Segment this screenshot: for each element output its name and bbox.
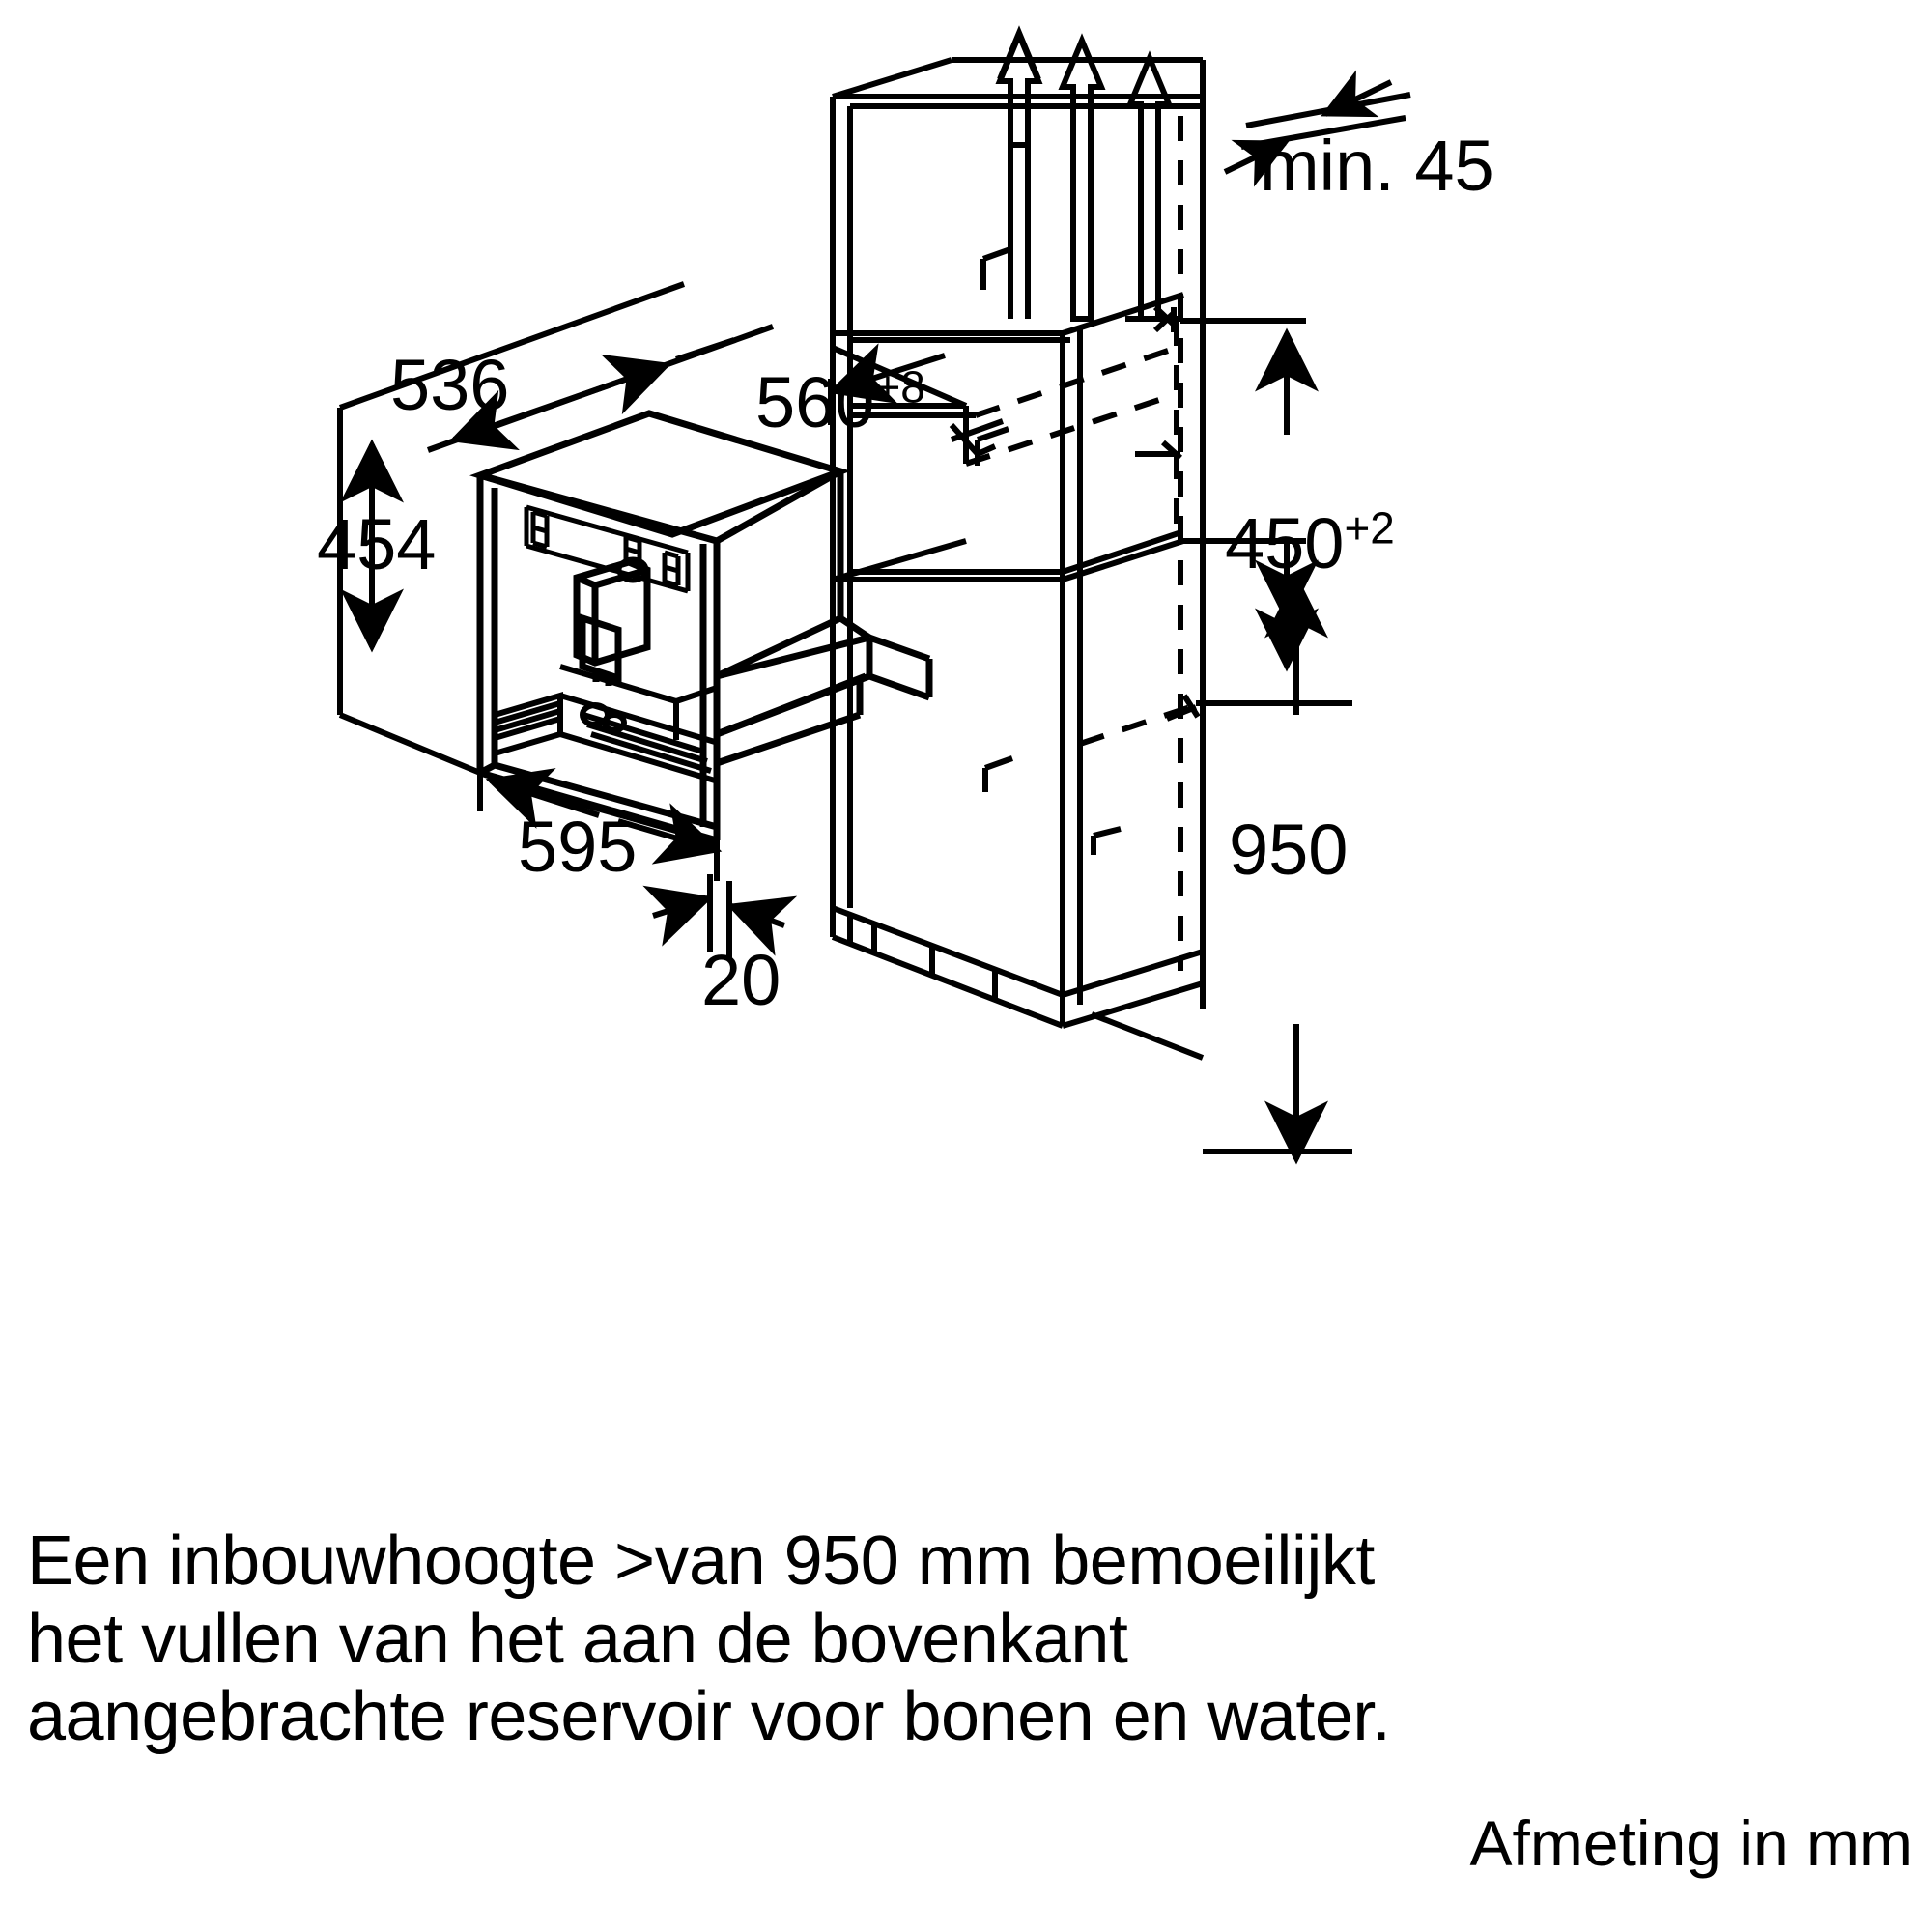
dimension-20: 20: [701, 940, 781, 1020]
warning-line-2: het vullen van het aan de bovenkant: [27, 1600, 1128, 1678]
dimension-560-plus-8: 560+8: [755, 364, 925, 439]
dimension-595: 595: [518, 807, 638, 887]
dimension-450-tolerance: +2: [1344, 502, 1395, 554]
dimension-536: 536: [390, 345, 510, 425]
dimension-950: 950: [1229, 810, 1349, 890]
dimension-450-plus-2: 450+2: [1225, 505, 1395, 580]
installation-warning-note: Een inbouwhoogte >van 950 mm bemoeilijkt…: [27, 1522, 1920, 1756]
unit-note: Afmeting in mm: [1469, 1807, 1913, 1879]
dimension-560-value: 560: [755, 362, 875, 442]
dimension-min-45: min. 45: [1260, 126, 1494, 206]
dimension-454: 454: [317, 504, 437, 584]
warning-line-3: aangebrachte reservoir voor bonen en wat…: [27, 1678, 1391, 1756]
dimension-450-value: 450: [1225, 503, 1345, 583]
warning-line-1: Een inbouwhoogte >van 950 mm bemoeilijkt: [27, 1522, 1375, 1600]
dimension-560-tolerance: +8: [874, 361, 925, 412]
